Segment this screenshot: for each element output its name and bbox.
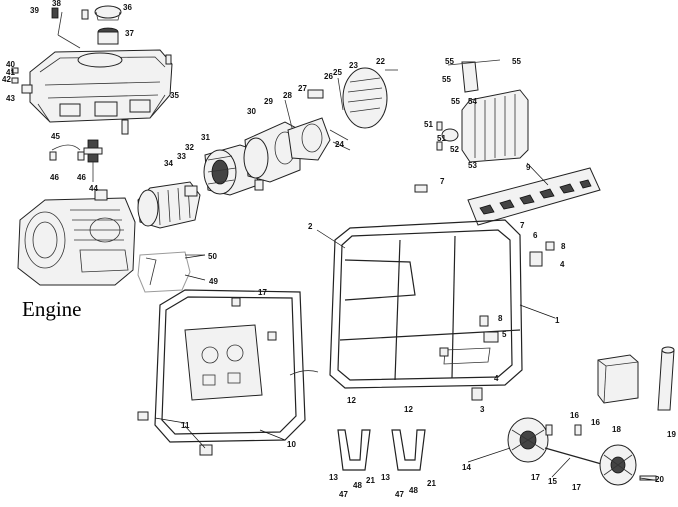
callout-55c: 55 <box>451 97 460 106</box>
heat-shield <box>467 167 601 226</box>
callout-43: 43 <box>6 94 15 103</box>
leader-lines <box>154 162 655 481</box>
callout-31: 31 <box>201 133 210 142</box>
engine <box>17 189 136 286</box>
callout-7b: 7 <box>440 177 445 186</box>
callout-11: 11 <box>181 421 190 430</box>
callout-15: 15 <box>548 477 557 486</box>
callout-29: 29 <box>264 97 273 106</box>
callout-8a: 8 <box>561 242 566 251</box>
callout-55d: 55 <box>512 57 521 66</box>
callout-20: 20 <box>655 475 664 484</box>
fuel-petcock <box>49 139 103 182</box>
callout-42: 42 <box>2 75 11 84</box>
callout-48b: 48 <box>409 486 418 495</box>
support-leg <box>657 346 675 411</box>
callout-16b: 16 <box>591 418 600 427</box>
callout-4a: 4 <box>560 260 565 269</box>
callout-32: 32 <box>185 143 194 152</box>
callout-46b: 46 <box>77 173 86 182</box>
callout-16a: 16 <box>570 411 579 420</box>
callout-19: 19 <box>667 430 676 439</box>
callout-54: 54 <box>468 97 477 106</box>
callout-45: 45 <box>51 132 60 141</box>
callout-51b: 51 <box>437 134 446 143</box>
callout-44: 44 <box>89 184 98 193</box>
callout-7a: 7 <box>520 221 525 230</box>
fuel-tank <box>21 49 173 123</box>
callout-1: 1 <box>555 316 560 325</box>
battery <box>597 354 639 404</box>
callout-36: 36 <box>123 3 132 12</box>
callout-51a: 51 <box>424 120 433 129</box>
handle-legs <box>337 429 426 471</box>
callout-39: 39 <box>30 6 39 15</box>
fasteners <box>137 184 657 481</box>
callout-10: 10 <box>287 440 296 449</box>
callout-6: 6 <box>533 231 538 240</box>
callout-14: 14 <box>462 463 471 472</box>
wheel-left <box>507 417 549 463</box>
wheel-axle <box>544 447 606 466</box>
end-grille <box>337 67 398 129</box>
callout-13a: 13 <box>329 473 338 482</box>
callout-50: 50 <box>208 252 217 261</box>
engine-caption: Engine <box>22 297 81 321</box>
callout-55b: 55 <box>442 75 451 84</box>
muffler <box>436 89 529 163</box>
callout-47a: 47 <box>339 490 348 499</box>
bearing-bracket <box>284 89 351 161</box>
callout-12a: 12 <box>347 396 356 405</box>
callout-47b: 47 <box>395 490 404 499</box>
callout-53: 53 <box>468 161 477 170</box>
callout-38: 38 <box>52 0 61 8</box>
callout-27: 27 <box>298 84 307 93</box>
callout-13b: 13 <box>381 473 390 482</box>
callout-24: 24 <box>335 140 344 149</box>
callout-21b: 21 <box>427 479 436 488</box>
callout-48a: 48 <box>353 481 362 490</box>
callout-labels: 1 2 3 4 4 5 6 7 7 8 8 9 10 11 12 12 13 1… <box>2 0 676 499</box>
fuel-cap <box>51 5 122 49</box>
callout-28: 28 <box>283 91 292 100</box>
callout-17c: 17 <box>572 483 581 492</box>
callout-26: 26 <box>324 72 333 81</box>
callout-18: 18 <box>612 425 621 434</box>
callout-21a: 21 <box>366 476 375 485</box>
end-cover <box>243 121 301 191</box>
callout-46a: 46 <box>50 173 59 182</box>
muffler-bracket <box>447 59 501 93</box>
callout-41: 41 <box>6 68 15 77</box>
callout-23: 23 <box>349 61 358 70</box>
callout-40: 40 <box>6 60 15 69</box>
wheel-right <box>599 444 637 486</box>
callout-17a: 17 <box>258 288 267 297</box>
rubber-mount <box>137 251 205 293</box>
callout-17b: 17 <box>531 473 540 482</box>
callout-35: 35 <box>170 91 179 100</box>
callout-4b: 4 <box>494 374 499 383</box>
callout-5: 5 <box>502 330 507 339</box>
callout-37: 37 <box>125 29 134 38</box>
callout-8b: 8 <box>498 314 503 323</box>
callout-2: 2 <box>308 222 313 231</box>
alternator-rotor <box>137 181 201 229</box>
callout-3: 3 <box>480 405 485 414</box>
callout-9: 9 <box>526 163 531 172</box>
callout-25: 25 <box>333 68 342 77</box>
callout-34: 34 <box>164 159 173 168</box>
callout-52: 52 <box>450 145 459 154</box>
control-panel <box>154 289 319 443</box>
frame <box>329 219 523 389</box>
callout-30: 30 <box>247 107 256 116</box>
callout-12b: 12 <box>404 405 413 414</box>
bolts-tank <box>11 9 172 135</box>
callout-22: 22 <box>376 57 385 66</box>
callout-55a: 55 <box>445 57 454 66</box>
callout-33: 33 <box>177 152 186 161</box>
callout-49: 49 <box>209 277 218 286</box>
